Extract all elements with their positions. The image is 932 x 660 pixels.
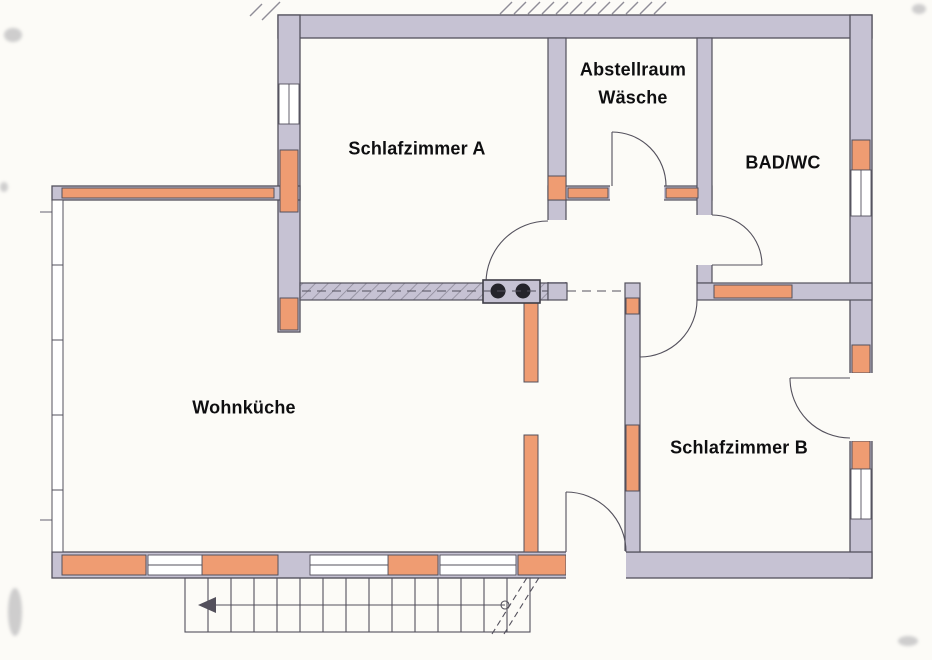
masonry-window-segments — [61, 139, 871, 576]
chimney — [482, 279, 541, 304]
glazed-exterior-wall-left — [51, 199, 64, 553]
room-label-schlafzimmer-b: Schlafzimmer B — [670, 437, 808, 458]
wall-wohnkueche-schlafzimmerB — [624, 282, 641, 553]
hall-partition-lower — [523, 434, 539, 553]
staircase — [184, 575, 541, 635]
door-schlafzimmerA — [485, 220, 549, 284]
room-label-wohnkueche: Wohnküche — [192, 397, 296, 418]
door-abstellraum — [611, 131, 667, 187]
stair-direction-arrow — [198, 597, 216, 613]
hall-partition-upper — [523, 302, 539, 383]
chimney-flue-right — [515, 283, 531, 299]
room-label-abstellraum-line2: Wäsche — [598, 87, 668, 108]
scan-artifact — [4, 28, 22, 42]
door-badwc — [711, 214, 763, 266]
room-label-schlafzimmer-a: Schlafzimmer A — [348, 138, 486, 159]
door-entrance — [565, 491, 627, 553]
wall-top — [277, 14, 873, 39]
room-label-abstellraum-line1: Abstellraum — [579, 59, 687, 80]
scan-artifact — [912, 4, 926, 14]
door-schlafzimmerB — [639, 299, 698, 358]
windows — [147, 83, 872, 576]
door-schlafzimmerB-exterior — [789, 377, 851, 439]
scan-artifact — [0, 182, 8, 192]
scan-artifact — [898, 636, 918, 646]
wall-junction-block — [547, 282, 568, 301]
room-label-bad-wc: BAD/WC — [745, 152, 821, 173]
scan-artifact — [8, 588, 22, 636]
survey-hatch-marks — [40, 1, 667, 521]
door-openings — [547, 185, 873, 579]
